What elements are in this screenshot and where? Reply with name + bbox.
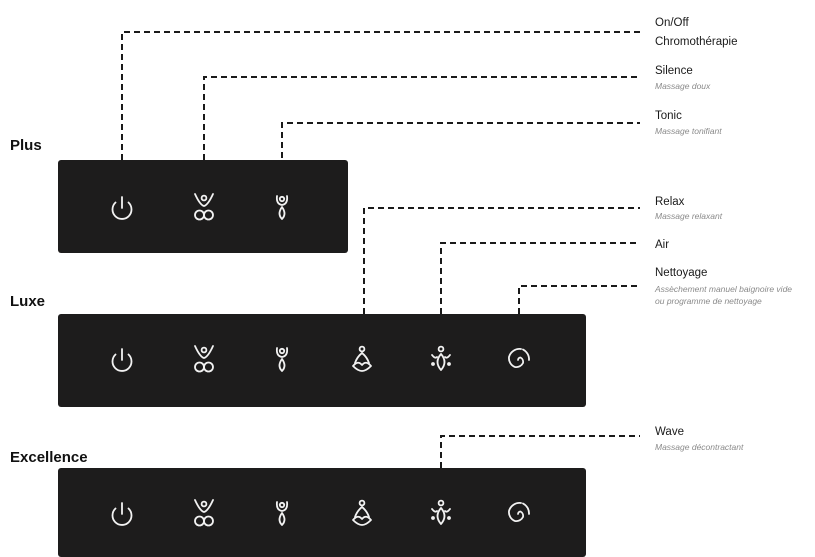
label-wave-title: Wave (655, 426, 684, 438)
model-label-plus: Plus (10, 137, 42, 154)
label-nettoyage-subtitle2: ou programme de nettoyage (655, 296, 762, 306)
label-tonic-title: Tonic (655, 110, 682, 122)
panel-excellence (58, 468, 586, 557)
label-air-title: Air (655, 239, 669, 251)
leader-wave (440, 435, 640, 468)
label-onoff-title2: Chromothérapie (655, 36, 737, 48)
leader-air (440, 242, 640, 314)
leader-onoff (121, 31, 640, 160)
model-label-excellence: Excellence (10, 449, 88, 466)
label-onoff-title: On/Off (655, 17, 689, 29)
label-nettoyage-title: Nettoyage (655, 267, 707, 279)
label-silence-subtitle: Massage doux (655, 81, 711, 91)
leader-relax (363, 207, 640, 314)
model-label-luxe: Luxe (10, 293, 45, 310)
label-wave-subtitle: Massage décontractant (655, 442, 744, 452)
label-silence-title: Silence (655, 65, 693, 77)
label-nettoyage-subtitle: Assèchement manuel baignoire vide (654, 284, 792, 294)
leader-nettoyage (518, 285, 640, 314)
leader-tonic (281, 122, 640, 158)
label-relax-subtitle: Massage relaxant (655, 211, 723, 221)
leader-silence (203, 76, 640, 160)
label-relax-title: Relax (655, 196, 685, 208)
label-tonic-subtitle: Massage tonifiant (655, 126, 722, 136)
panel-luxe (58, 314, 586, 407)
